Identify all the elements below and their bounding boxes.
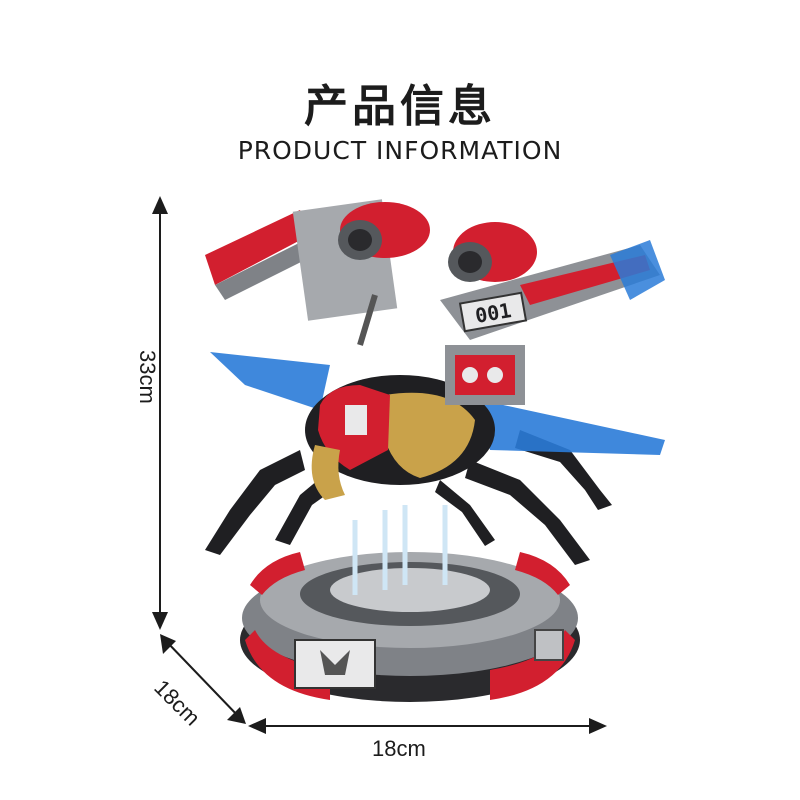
depth-arrow-bottom: [227, 707, 246, 724]
height-arrow-bottom: [152, 612, 168, 630]
support-rods: [352, 505, 448, 595]
right-cannon: 001: [440, 222, 665, 340]
width-label: 18cm: [372, 736, 426, 761]
base-nameplate: [294, 639, 376, 689]
wing-badge: [458, 291, 528, 333]
page-subtitle: PRODUCT INFORMATION: [237, 136, 563, 165]
wings: [210, 352, 665, 455]
left-cannon: [205, 199, 430, 346]
height-arrow-top: [152, 196, 168, 214]
display-base: [240, 552, 580, 702]
width-arrow-right: [589, 718, 607, 734]
width-arrow-left: [248, 718, 266, 734]
engine-block: [445, 345, 525, 405]
depth-arrow-line: [164, 639, 241, 719]
depth-arrow-top: [160, 634, 176, 654]
page-title: 产品信息: [304, 81, 496, 132]
